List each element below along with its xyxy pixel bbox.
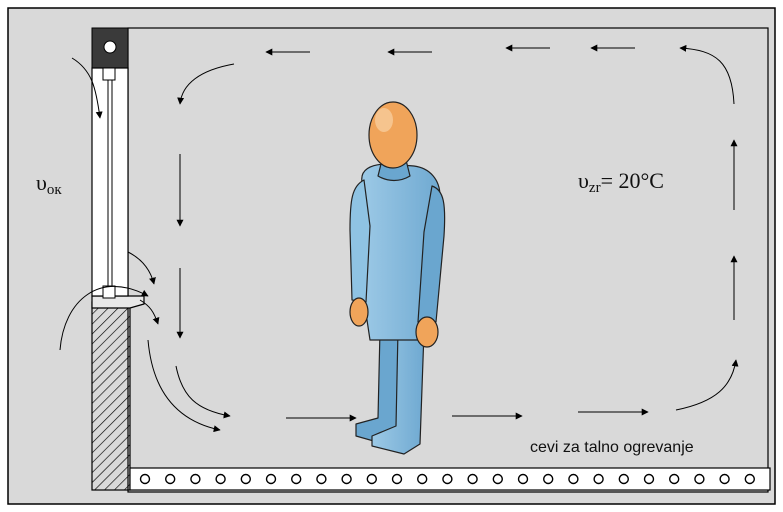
pipe-circle [643,473,655,485]
window [91,27,129,299]
pipe-circle [467,473,478,485]
floor-heating-pipes [129,467,771,491]
pipe-circle [593,473,604,485]
room-airflow-arrows [147,44,739,433]
room-temp-subscript: zr [589,180,601,196]
pipe-circle [215,473,226,485]
pipe-circle [417,473,428,485]
room-temp-label: υzr= 20°C [578,168,664,196]
pipe-circle [744,473,755,485]
svg-text:υzr= 20°C: υzr= 20°C [578,168,664,196]
window-temp-label: υoк [36,170,62,198]
pipe-circle [190,473,201,485]
pipe-circle [442,473,453,485]
pipe-circle [669,473,680,485]
pipe-circle [517,473,529,485]
pipe-circle [492,473,503,485]
pipe-circle [719,473,730,485]
pipe-circle [341,473,352,485]
person-figure [349,101,446,455]
pipe-circle [265,473,277,485]
pipe-circle [618,473,629,485]
window-airflow [59,57,160,351]
pipe-circle [694,473,705,485]
pipe-circle [164,473,176,485]
pipe-circle [366,473,377,485]
pipe-circle [316,473,327,485]
pipe-circle [240,473,252,485]
window-temp-subscript: oк [47,182,63,198]
room-temp-value: = 20°C [601,168,664,193]
window-sill [91,295,145,309]
floor-pipes-label: cevi za talno ogrevanje [530,439,694,456]
pipe-circle [139,473,151,485]
window-temp-symbol: υ [36,170,47,195]
room-temp-symbol: υ [578,168,589,193]
svg-text:υoк: υoк [36,170,62,198]
pipe-circle [568,473,579,485]
pipe-circle [391,473,403,485]
wall-hatched [91,301,131,491]
pipe-circle [543,473,554,485]
pipe-circle [291,473,302,485]
room-area [127,27,769,493]
